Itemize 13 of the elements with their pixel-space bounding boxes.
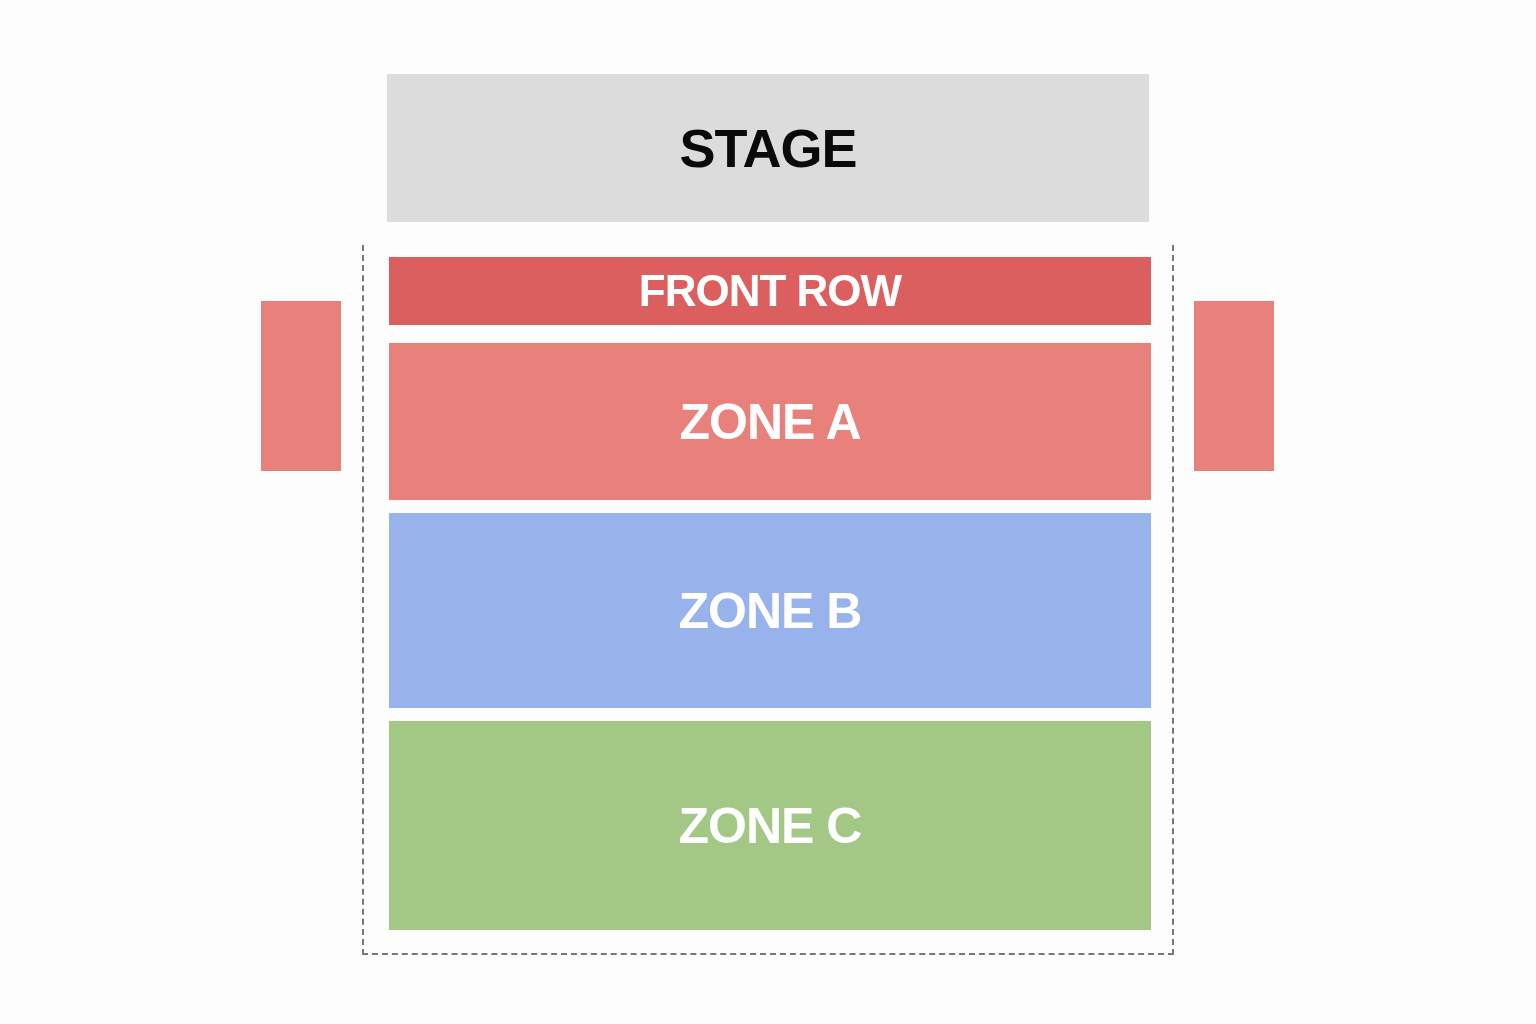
stage-label: STAGE bbox=[679, 117, 857, 179]
seating-boundary bbox=[362, 245, 1174, 955]
section-label: ZONE C bbox=[678, 796, 862, 855]
section-label: ZONE A bbox=[679, 392, 861, 451]
side-seating-block bbox=[1194, 301, 1274, 471]
seating-section bbox=[389, 721, 1151, 930]
seating-section bbox=[389, 513, 1151, 708]
section-label: ZONE B bbox=[678, 581, 862, 640]
seating-section bbox=[389, 343, 1151, 500]
side-seating-block bbox=[261, 301, 341, 471]
seating-section bbox=[389, 257, 1151, 325]
section-label: FRONT ROW bbox=[638, 266, 902, 316]
stage-area bbox=[387, 74, 1149, 222]
